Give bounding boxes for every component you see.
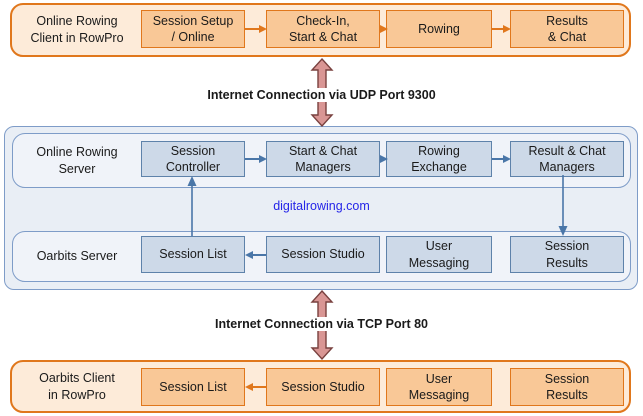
udp-connection-label: Internet Connection via UDP Port 9300 (0, 88, 643, 102)
arrow-session-list-to-controller (187, 176, 197, 236)
box-result-chat-managers: Result & Chat Managers (510, 141, 624, 177)
box-session-studio-server: Session Studio (266, 236, 380, 273)
box-results-chat: Results & Chat (510, 10, 624, 48)
box-session-controller: Session Controller (141, 141, 245, 177)
arrow-exchange-to-result-managers (492, 154, 511, 163)
arrow-studio-to-list-client (245, 382, 266, 391)
arrow-result-managers-to-session-results (558, 175, 568, 236)
online-rowing-server-label: Online Rowing Server (36, 144, 118, 176)
box-user-messaging-client: User Messaging (386, 368, 492, 406)
online-rowing-client-label: Online Rowing Client in RowPro (30, 14, 124, 45)
arrow-setup-to-checkin (245, 24, 267, 33)
box-session-list-client: Session List (141, 368, 245, 406)
box-rowing: Rowing (386, 10, 492, 48)
box-session-list-server: Session List (141, 236, 245, 273)
digitalrowing-link[interactable]: digitalrowing.com (273, 199, 370, 213)
box-session-results-client: Session Results (510, 368, 624, 406)
box-checkin-start-chat: Check-In, Start & Chat (266, 10, 380, 48)
tcp-connection-label: Internet Connection via TCP Port 80 (0, 317, 643, 331)
box-session-results-server: Session Results (510, 236, 624, 273)
box-rowing-exchange: Rowing Exchange (386, 141, 492, 177)
arrow-rowing-to-results (492, 24, 511, 33)
box-session-studio-client: Session Studio (266, 368, 380, 406)
box-start-chat-managers: Start & Chat Managers (266, 141, 380, 177)
oarbits-client-label: Oarbits Client in RowPro (39, 370, 115, 402)
arrow-controller-to-managers (245, 154, 267, 163)
oarbits-server-label: Oarbits Server (36, 249, 118, 264)
arrow-studio-to-list-server (245, 250, 266, 259)
arrow-managers-to-exchange (380, 154, 388, 163)
box-session-setup-online: Session Setup / Online (141, 10, 245, 48)
arrow-checkin-to-rowing (380, 24, 388, 33)
box-user-messaging-server: User Messaging (386, 236, 492, 273)
